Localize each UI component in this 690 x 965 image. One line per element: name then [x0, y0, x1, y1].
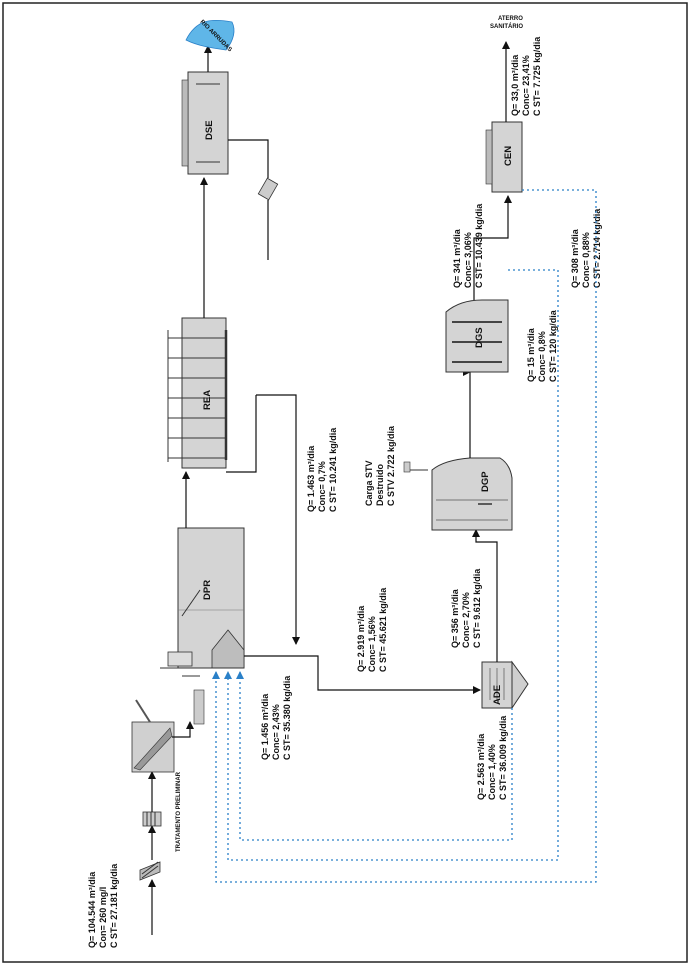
dgs-unit[interactable]: DGS — [445, 299, 509, 373]
dse-label: DSE — [204, 120, 215, 140]
dpr-unit[interactable]: DPR — [160, 527, 245, 725]
preliminary-treatment-icon — [131, 699, 175, 773]
carga-stv-text: Carga STV Destruido C STV 2.722 kg/dia — [364, 425, 396, 506]
cen-label: CEN — [503, 146, 514, 166]
cen-outflow-text: Q= 33,0 m³/dia Conc= 23,41% C ST= 7.725 … — [510, 36, 542, 116]
dse-unit[interactable]: DSE — [181, 71, 229, 175]
cen-recycle-line — [212, 189, 597, 883]
dgs-outflow-text: Q= 341 m³/dia Conc= 3,06% C ST= 10.439 k… — [452, 203, 484, 288]
dgs-label: DGS — [474, 327, 485, 348]
cen-unit[interactable]: CEN — [485, 121, 523, 193]
river-icon: RIO ARRUDAS — [185, 19, 235, 53]
bar-screen-icon — [139, 861, 161, 881]
inlet-flow-text: Q= 104.544 m³/dia Con= 260 mg/l C ST= 27… — [87, 863, 119, 948]
ade-outflow-text: Q= 356 m³/dia Conc= 2,70% C ST= 9.612 kg… — [450, 568, 482, 648]
aterro-label: ATERRO SANITÁRIO — [490, 16, 525, 30]
rea-excess-flow-text: Q= 1.463 m³/dia Conc= 0,7% C ST= 10.241 … — [306, 427, 338, 512]
inlet-group: TRATAMENTO PRELIMINAR Q= 104.544 m³/dia … — [87, 699, 194, 948]
ade-label: ADE — [492, 685, 503, 705]
ade-unit[interactable]: ADE — [481, 660, 529, 710]
valve-icon — [257, 177, 279, 201]
dpr-label: DPR — [202, 580, 213, 600]
cen-return-flow-text: Q= 308 m³/dia Conc= 0,88% C ST= 2.714 kg… — [570, 208, 602, 288]
grit-chamber-icon — [142, 811, 162, 827]
dgs-return-flow-text: Q= 15 m³/dia Conc= 0,8% C ST= 120 kg/dia — [526, 309, 558, 382]
rea-label: REA — [202, 390, 213, 410]
dgs-recycle-line — [224, 269, 559, 861]
ade-inflow-text: Q= 2.919 m³/dia Conc= 1,56% C ST= 45.621… — [356, 587, 388, 672]
dpr-sludge-flow-text: Q= 1.456 m³/dia Conc= 2,43% C ST= 35.380… — [260, 675, 292, 760]
recycle-lines — [212, 189, 597, 883]
dgp-unit[interactable]: DGP — [431, 457, 513, 531]
ade-return-flow-text: Q= 2.563 m³/dia Conc= 1,40% C ST= 36.009… — [476, 715, 508, 800]
dgp-label: DGP — [480, 471, 491, 492]
ade-recycle-line — [236, 671, 513, 841]
rea-unit[interactable]: REA — [167, 317, 228, 469]
preliminary-treatment-label: TRATAMENTO PRELIMINAR — [176, 771, 182, 852]
gas-burner-icon — [403, 461, 428, 473]
